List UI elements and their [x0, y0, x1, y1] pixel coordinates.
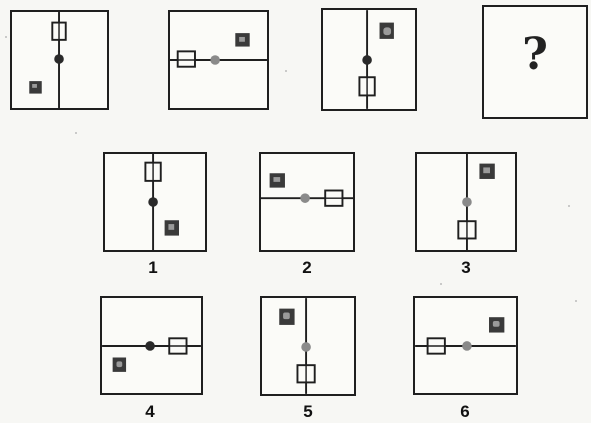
scan-speck	[5, 36, 7, 38]
scan-speck	[575, 300, 577, 302]
option-6-label: 6	[445, 402, 485, 422]
option-4-panel[interactable]	[100, 296, 203, 395]
dot	[362, 55, 372, 65]
option-2-figure	[261, 154, 353, 250]
sequence-panel-1	[10, 10, 109, 110]
dot	[462, 341, 472, 351]
sequence-panel-2-figure	[170, 12, 267, 108]
option-1-panel[interactable]	[103, 152, 207, 252]
dot	[148, 197, 158, 207]
missing-panel: ?	[482, 5, 588, 119]
option-3-figure	[417, 154, 515, 250]
dot	[300, 193, 310, 203]
option-6-panel[interactable]	[413, 296, 518, 395]
option-6-figure	[415, 298, 516, 393]
option-1-figure	[105, 154, 205, 250]
option-5-figure	[262, 298, 354, 394]
option-2-panel[interactable]	[259, 152, 355, 252]
dot	[145, 341, 155, 351]
dot	[210, 55, 220, 65]
sequence-panel-3-figure	[323, 10, 415, 109]
scan-speck	[568, 205, 570, 207]
dot	[462, 197, 472, 207]
scan-speck	[75, 132, 77, 134]
option-2-label: 2	[287, 258, 327, 278]
option-3-panel[interactable]	[415, 152, 517, 252]
option-1-label: 1	[133, 258, 173, 278]
sequence-panel-2	[168, 10, 269, 110]
scan-speck	[285, 70, 287, 72]
sequence-panel-3	[321, 8, 417, 111]
sequence-panel-1-figure	[12, 12, 107, 108]
question-mark: ?	[484, 29, 586, 80]
dot	[54, 54, 64, 64]
open-square	[178, 51, 195, 66]
option-3-label: 3	[446, 258, 486, 278]
option-5-panel[interactable]	[260, 296, 356, 396]
option-4-figure	[102, 298, 201, 393]
option-5-label: 5	[288, 402, 328, 422]
option-4-label: 4	[130, 402, 170, 422]
scan-speck	[440, 283, 442, 285]
dot	[301, 342, 311, 352]
